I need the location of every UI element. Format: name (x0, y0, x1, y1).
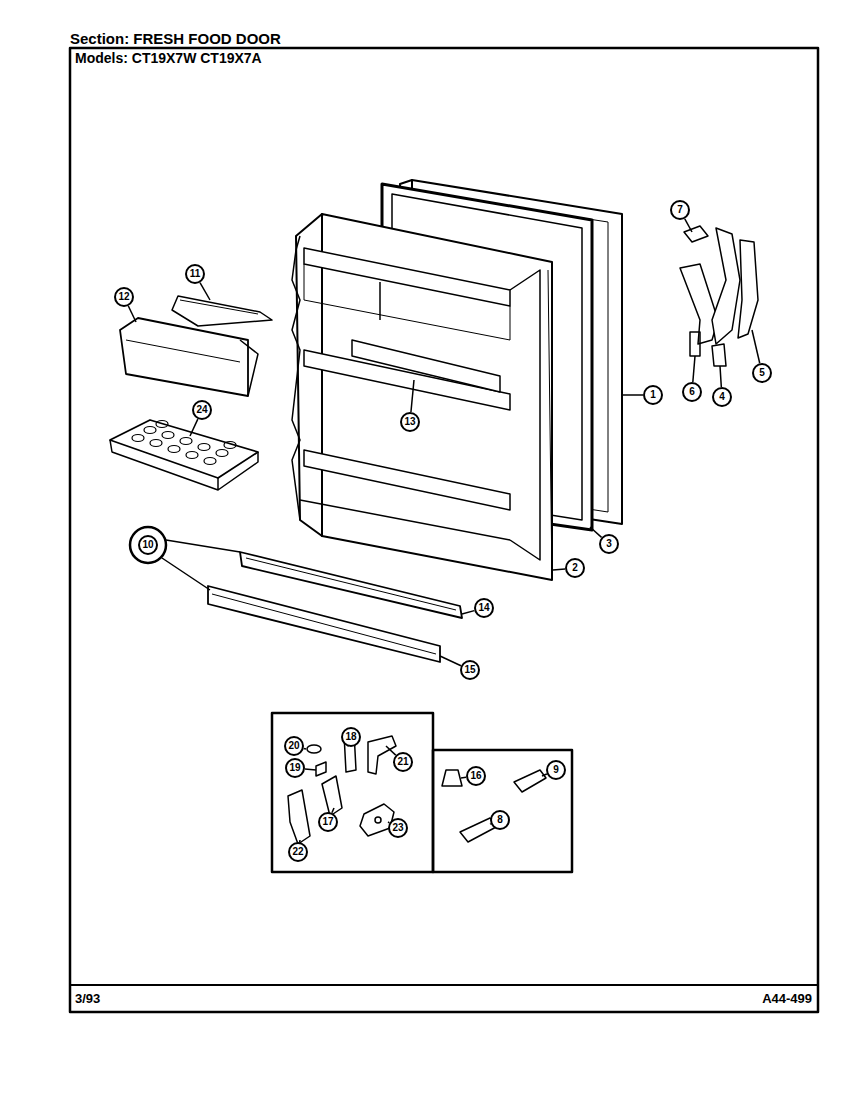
leader-line (386, 746, 396, 755)
leader-line (553, 569, 565, 570)
callout-number: 6 (689, 387, 695, 397)
callout-circle (753, 364, 771, 382)
leader-line (299, 840, 301, 842)
callout-number: 12 (118, 292, 129, 302)
callout-circle (394, 753, 412, 771)
callout-circle (342, 728, 360, 746)
footer-code: 3/93 (75, 992, 100, 1005)
callout-circle (389, 819, 407, 837)
callout-number: 7 (677, 205, 683, 215)
callout-circle (286, 759, 304, 777)
callout-circle (285, 737, 303, 755)
callout-number: 18 (345, 732, 356, 742)
callout-circle (713, 388, 731, 406)
callout-number: 23 (392, 823, 403, 833)
callout-circle (461, 661, 479, 679)
leader-line (542, 774, 547, 776)
callout-circle (566, 559, 584, 577)
callout-circle (644, 386, 662, 404)
leader-line (685, 219, 692, 232)
leader-line (128, 306, 136, 322)
leader-line (411, 380, 414, 412)
leader-line (461, 777, 466, 779)
callout-number: 17 (322, 817, 333, 827)
callout-number: 11 (190, 269, 201, 279)
leader-line (462, 611, 474, 614)
callout-circle (289, 843, 307, 861)
callout-number: 14 (478, 603, 489, 613)
callout-number: 20 (288, 741, 299, 751)
callout-number: 9 (553, 765, 559, 775)
callout-circle (401, 413, 419, 431)
leader-line (720, 366, 721, 387)
callout-circle (600, 535, 618, 553)
callout-number: 2 (572, 563, 578, 573)
callout-circle (671, 201, 689, 219)
callout-number: 22 (292, 847, 303, 857)
callout-circle (475, 599, 493, 617)
callout-number: 19 (289, 763, 300, 773)
callout-number: 21 (397, 757, 408, 767)
callout-number: 3 (606, 539, 612, 549)
leader-line (190, 419, 198, 436)
callout-circle (547, 761, 565, 779)
callout-number: 1 (650, 390, 656, 400)
callout-number: 15 (464, 665, 475, 675)
leader-line (200, 283, 210, 300)
leader-line (622, 394, 643, 396)
callout-circle (186, 265, 204, 283)
leader-line (590, 527, 602, 537)
callout-number: 24 (196, 405, 207, 415)
section-title: Section: FRESH FOOD DOOR (70, 31, 281, 46)
callout-circle (115, 288, 133, 306)
leader-line (305, 769, 316, 770)
leader-line (752, 330, 760, 363)
leader-line (693, 356, 695, 382)
callout-circle (467, 767, 485, 785)
leader-line (440, 656, 461, 666)
callout-number: 10 (142, 540, 153, 550)
callout-circle (319, 813, 337, 831)
callout-number: 8 (497, 815, 503, 825)
callout-number: 4 (719, 392, 725, 402)
leader-line (332, 808, 334, 813)
callout-number: 16 (470, 771, 481, 781)
footer-code: A44-499 (762, 992, 812, 1005)
callout-number: 5 (759, 368, 765, 378)
callout-circle (683, 383, 701, 401)
callout-number: 13 (404, 417, 415, 427)
callout-circle (491, 811, 509, 829)
leader-line (304, 748, 306, 750)
callout-circle (139, 536, 157, 554)
models-line: Models: CT19X7W CT19X7A (75, 51, 262, 65)
callout-circle (193, 401, 211, 419)
